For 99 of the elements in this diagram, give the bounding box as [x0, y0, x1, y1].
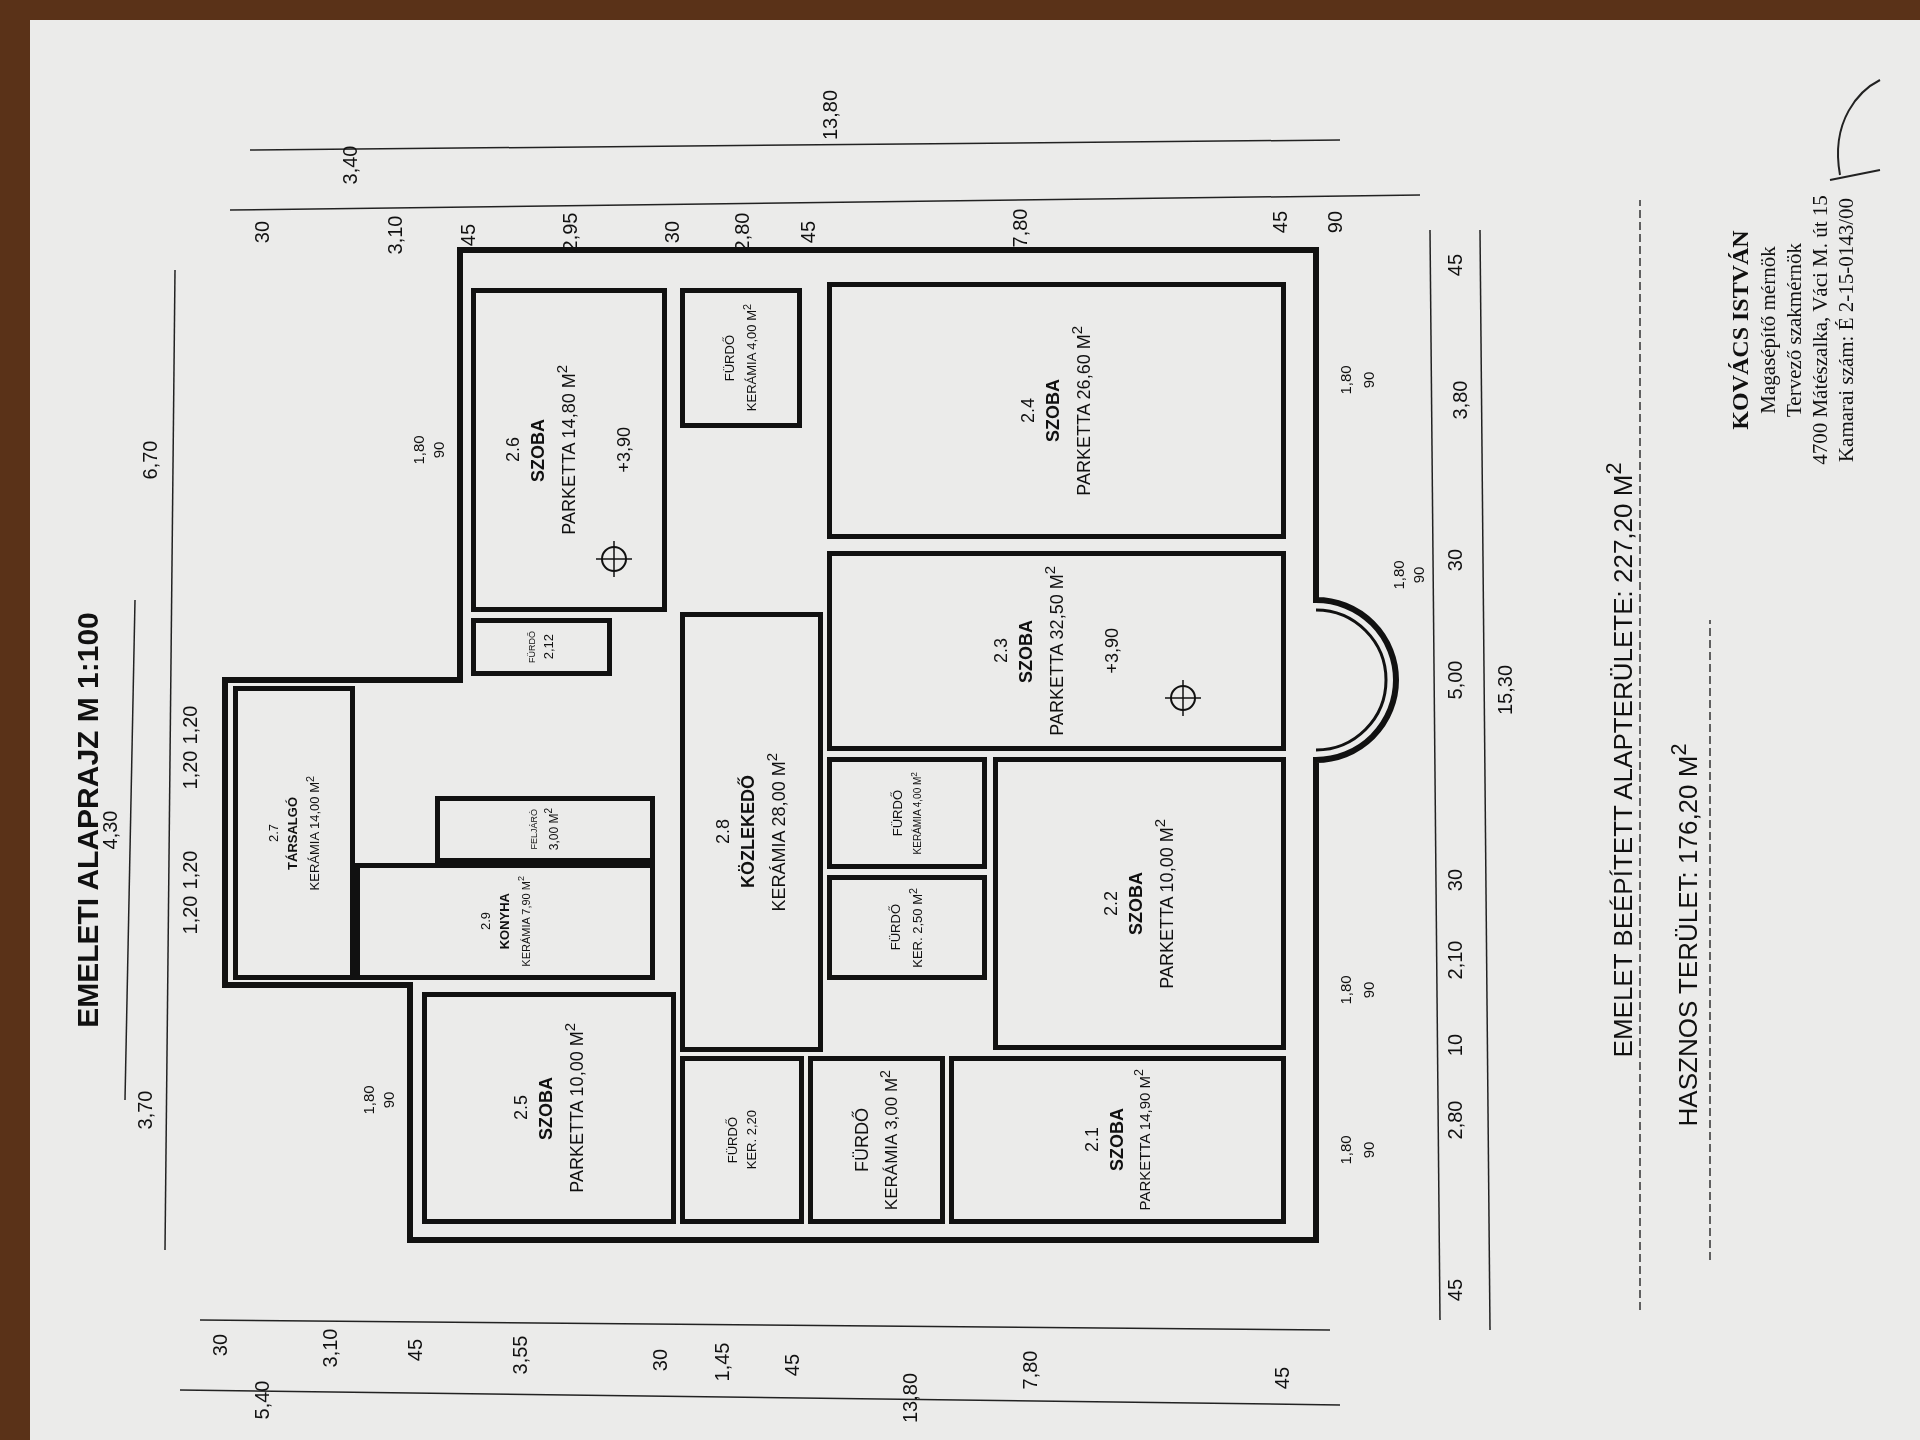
dimension-value: 13,80: [898, 1372, 922, 1424]
room-label: 2.7: [265, 823, 281, 843]
stamp-text: Tervező szakmérnök: [1781, 243, 1807, 417]
dimension-value: 2,80: [1443, 1100, 1467, 1140]
opening-size: 90: [1359, 371, 1377, 389]
room-outline: [435, 796, 655, 863]
room-label: TÁRSALGÓ: [284, 796, 300, 870]
room-outline: [471, 618, 612, 676]
room-label: 2,12: [541, 634, 556, 660]
dimension-value: 5,00: [1443, 660, 1467, 700]
room-outline: [827, 757, 987, 869]
room-label: 2.5: [510, 1095, 532, 1121]
level-mark: +3,90: [614, 427, 635, 473]
dimension-value: 45: [1443, 253, 1467, 277]
room-label: FÜRDŐ: [725, 1116, 740, 1164]
room-outline: [355, 863, 655, 980]
room-label: KER. 2,20: [744, 1110, 759, 1170]
room-label: 2.1: [1082, 1127, 1103, 1153]
dimension-value: 45: [780, 1353, 804, 1377]
dimension-value: 7,80: [1008, 208, 1032, 248]
room-label: 2.3: [990, 638, 1012, 664]
dimension-value: 30: [250, 220, 274, 244]
room-label: FÜRDŐ: [890, 789, 906, 837]
room-outline: [949, 1056, 1286, 1224]
opening-size: 90: [379, 1091, 397, 1109]
dimension-value: 1,20: [178, 895, 202, 935]
dimension-value: 45: [1268, 210, 1292, 234]
dimension-value: 7,80: [1018, 1350, 1042, 1390]
dimension-value: 1,20: [178, 705, 202, 745]
room-label: FÜRDŐ: [851, 1108, 873, 1172]
opening-size: 90: [1409, 566, 1427, 584]
room-label: 2.4: [1018, 398, 1039, 423]
opening-size: 90: [1359, 981, 1377, 999]
dimension-value: 30: [648, 1348, 672, 1372]
room-outline: [827, 282, 1286, 539]
room-outline: [233, 686, 355, 980]
room-outline: [422, 992, 676, 1224]
dimension-value: 90: [1323, 210, 1347, 234]
opening-size: 1,80: [1336, 975, 1354, 1005]
dimension-value: 3,10: [318, 1328, 342, 1368]
room-label: FÜRDŐ: [888, 904, 904, 951]
dimension-value: 30: [660, 220, 684, 244]
room-label: KÖZLEKEDŐ: [738, 775, 759, 889]
dimension-value: 6,70: [138, 440, 162, 480]
room-label: 2.6: [503, 437, 524, 463]
dimension-value: 1,20: [178, 750, 202, 790]
room-label: SZOBA: [535, 1076, 557, 1140]
stamp-text: KOVÁCS ISTVÁN: [1726, 230, 1754, 430]
dimension-value: 1,45: [710, 1342, 734, 1382]
dimension-value: 45: [796, 220, 820, 244]
stamp-text: 4700 Mátészalka, Váci M. út 15: [1807, 195, 1833, 465]
stamp-text: Magasépítő mérnök: [1755, 246, 1781, 414]
dimension-value: 30: [208, 1333, 232, 1357]
dimension-value: 45: [1443, 1278, 1467, 1302]
dimension-value: 10: [1443, 1033, 1467, 1057]
room-outline: [680, 288, 802, 428]
room-outline: [680, 612, 823, 1052]
dimension-value: 3,70: [133, 1090, 157, 1130]
opening-size: 1,80: [1336, 1135, 1354, 1165]
room-label: FELJÁRÓ: [529, 809, 539, 850]
room-outline: [827, 875, 987, 980]
room-outline: [827, 551, 1286, 751]
opening-size: 1,80: [359, 1085, 377, 1115]
room-outline: [993, 757, 1286, 1050]
dimension-value: 3,10: [383, 215, 407, 255]
room-label: 2.9: [478, 912, 494, 931]
dimension-value: 45: [456, 223, 480, 247]
room-label: KONYHA: [497, 893, 513, 950]
room-label: SZOBA: [1043, 379, 1064, 442]
dimension-value: 3,55: [508, 1335, 532, 1375]
stamp-text: Kamarai szám: É 2-15-0143/00: [1833, 197, 1859, 463]
level-mark: +3,90: [1101, 628, 1123, 674]
room-label: 2.8: [713, 819, 734, 845]
opening-size: 90: [429, 441, 447, 459]
dimension-value: 30: [1443, 868, 1467, 892]
dimension-value: 15,30: [1493, 664, 1517, 716]
dimension-value: 45: [1270, 1366, 1294, 1390]
room-label: SZOBA: [1015, 619, 1037, 683]
opening-size: 90: [1359, 1141, 1377, 1159]
dimension-value: 1,20: [178, 850, 202, 890]
room-outline: [471, 288, 667, 612]
room-outline: [680, 1056, 804, 1224]
opening-size: 1,80: [409, 435, 427, 465]
dimension-value: 5,40: [250, 1380, 274, 1420]
dimension-value: 3,80: [1448, 380, 1472, 420]
dimension-value: 30: [1443, 548, 1467, 572]
room-label: FÜRDŐ: [722, 334, 738, 382]
opening-size: 1,80: [1336, 365, 1354, 395]
dimension-value: 45: [403, 1338, 427, 1362]
opening-size: 1,80: [1389, 560, 1407, 590]
room-label: FÜRDŐ: [527, 631, 537, 663]
dimension-value: 3,40: [338, 145, 362, 185]
room-label: SZOBA: [528, 418, 549, 482]
room-label: 2.2: [1101, 891, 1122, 916]
room-label: SZOBA: [1126, 872, 1147, 935]
dimension-value: 13,80: [818, 89, 842, 141]
room-label: SZOBA: [1107, 1108, 1128, 1172]
dimension-value: 2,10: [1443, 940, 1467, 980]
room-outline: [808, 1056, 945, 1224]
